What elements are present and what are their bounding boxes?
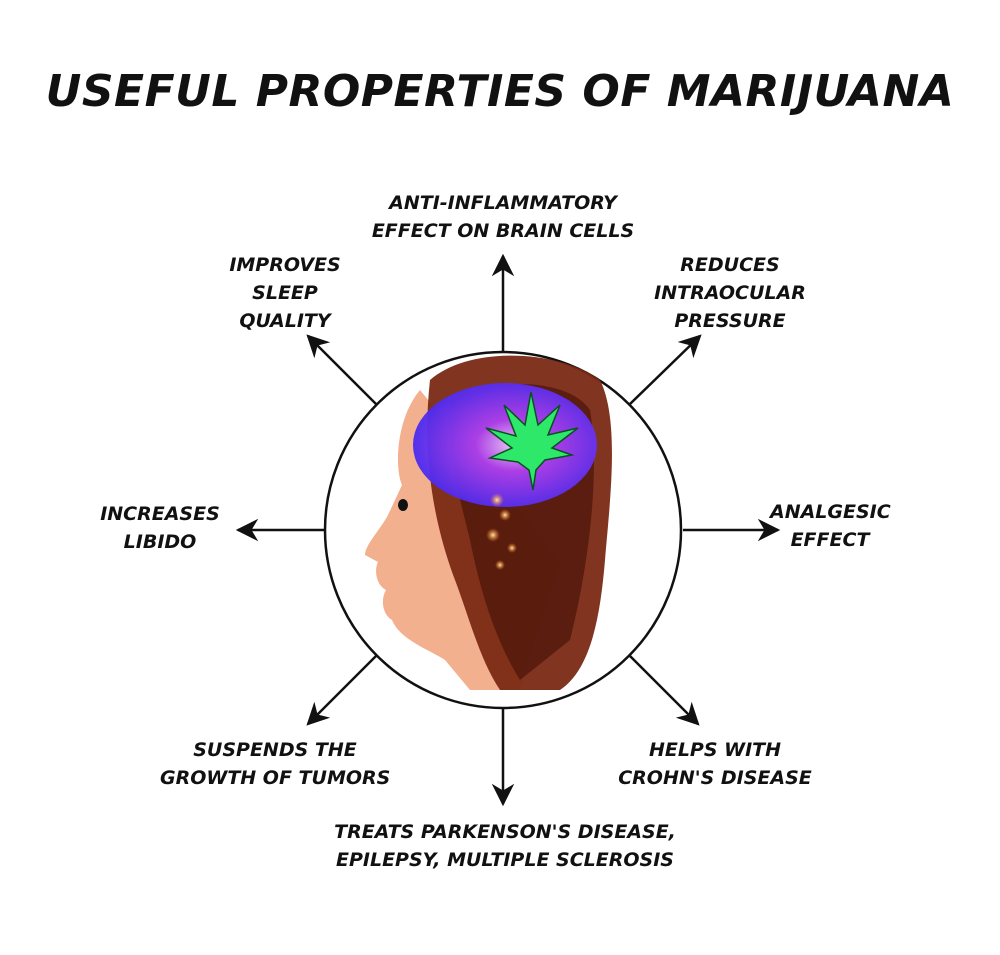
label-libido: INCREASES LIBIDO [95, 500, 225, 556]
label-line: HELPS WITH [648, 739, 782, 761]
label-parkinsons: TREATS PARKENSON'S DISEASE, EPILEPSY, MUL… [330, 818, 680, 874]
page-title: USEFUL PROPERTIES OF MARIJUANA [45, 66, 955, 117]
label-sleep: IMPROVES SLEEP QUALITY [200, 251, 370, 335]
label-line: GROWTH OF TUMORS [160, 767, 391, 789]
label-line: CROHN'S DISEASE [618, 767, 812, 789]
label-line: SLEEP [252, 282, 318, 304]
brain [413, 383, 597, 507]
label-line: TREATS PARKENSON'S DISEASE, [334, 821, 676, 843]
arrow-bottom-left [306, 655, 377, 726]
label-line: EFFECT ON BRAIN CELLS [371, 220, 635, 242]
center-circle [323, 350, 683, 710]
arrow-top-right [629, 334, 702, 405]
label-line: INTRAOCULAR [654, 282, 806, 304]
label-line: EPILEPSY, MULTIPLE SCLEROSIS [335, 849, 674, 871]
label-line: REDUCES [680, 254, 780, 276]
label-analgesic: ANALGESIC EFFECT [770, 498, 891, 554]
label-line: PRESSURE [674, 310, 786, 332]
label-line: IMPROVES [229, 254, 341, 276]
label-line: QUALITY [239, 310, 331, 332]
arrow-bottom-right [629, 655, 700, 726]
arrow-top-left [306, 334, 377, 405]
label-line: LIBIDO [123, 531, 197, 553]
label-intraocular-pressure: REDUCES INTRAOCULAR PRESSURE [630, 251, 830, 335]
label-line: INCREASES [100, 503, 220, 525]
label-line: ANALGESIC [770, 501, 891, 523]
head-illustration [365, 355, 612, 690]
label-tumors: SUSPENDS THE GROWTH OF TUMORS [160, 736, 390, 792]
label-crohns: HELPS WITH CROHN'S DISEASE [615, 736, 815, 792]
eye [398, 499, 408, 511]
cannabis-leaf-icon [485, 391, 579, 491]
label-line: EFFECT [790, 529, 870, 551]
glow-dots [486, 493, 517, 570]
label-line: SUSPENDS THE [193, 739, 357, 761]
label-line: ANTI-INFLAMMATORY [389, 192, 617, 214]
label-anti-inflammatory: ANTI-INFLAMMATORY EFFECT ON BRAIN CELLS [353, 189, 653, 245]
